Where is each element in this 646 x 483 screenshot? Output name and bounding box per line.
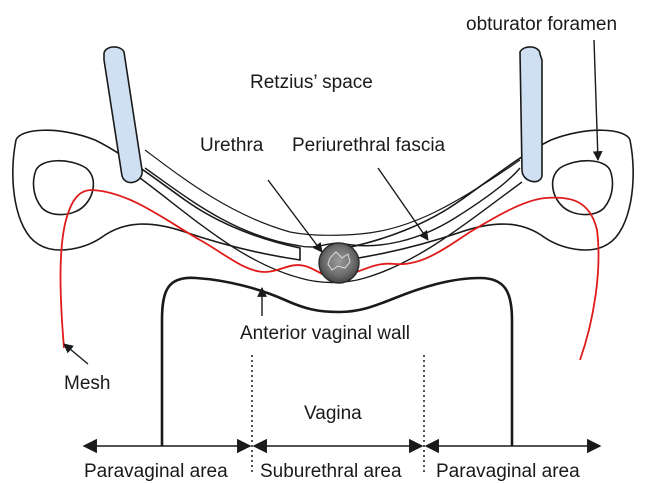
upper-fascia-line [145,150,520,235]
retzius-space-label: Retzius’ space [250,73,373,92]
left-pubic-bone [104,47,142,183]
urethra-label: Urethra [200,136,263,155]
right-pubic-bone [520,47,542,182]
vagina-label: Vagina [304,404,362,423]
left-obturator-foramen [34,161,94,215]
paravaginal-right-label: Paravaginal area [436,462,580,481]
periurethral-fascia-label: Periurethral fascia [292,136,445,155]
suburethral-label: Suburethral area [260,462,402,481]
obturator-pointer-arrow [594,40,598,160]
mesh-label: Mesh [64,374,110,393]
paravaginal-left-label: Paravaginal area [84,462,228,481]
urethra-icon [319,243,359,283]
anterior-vaginal-wall-label: Anterior vaginal wall [240,324,410,343]
right-obturator-foramen [553,161,613,215]
obturator-foramen-label: obturator foramen [466,15,617,34]
mesh-pointer-arrow [64,344,88,364]
fascia-pointer-arrow [378,168,428,240]
